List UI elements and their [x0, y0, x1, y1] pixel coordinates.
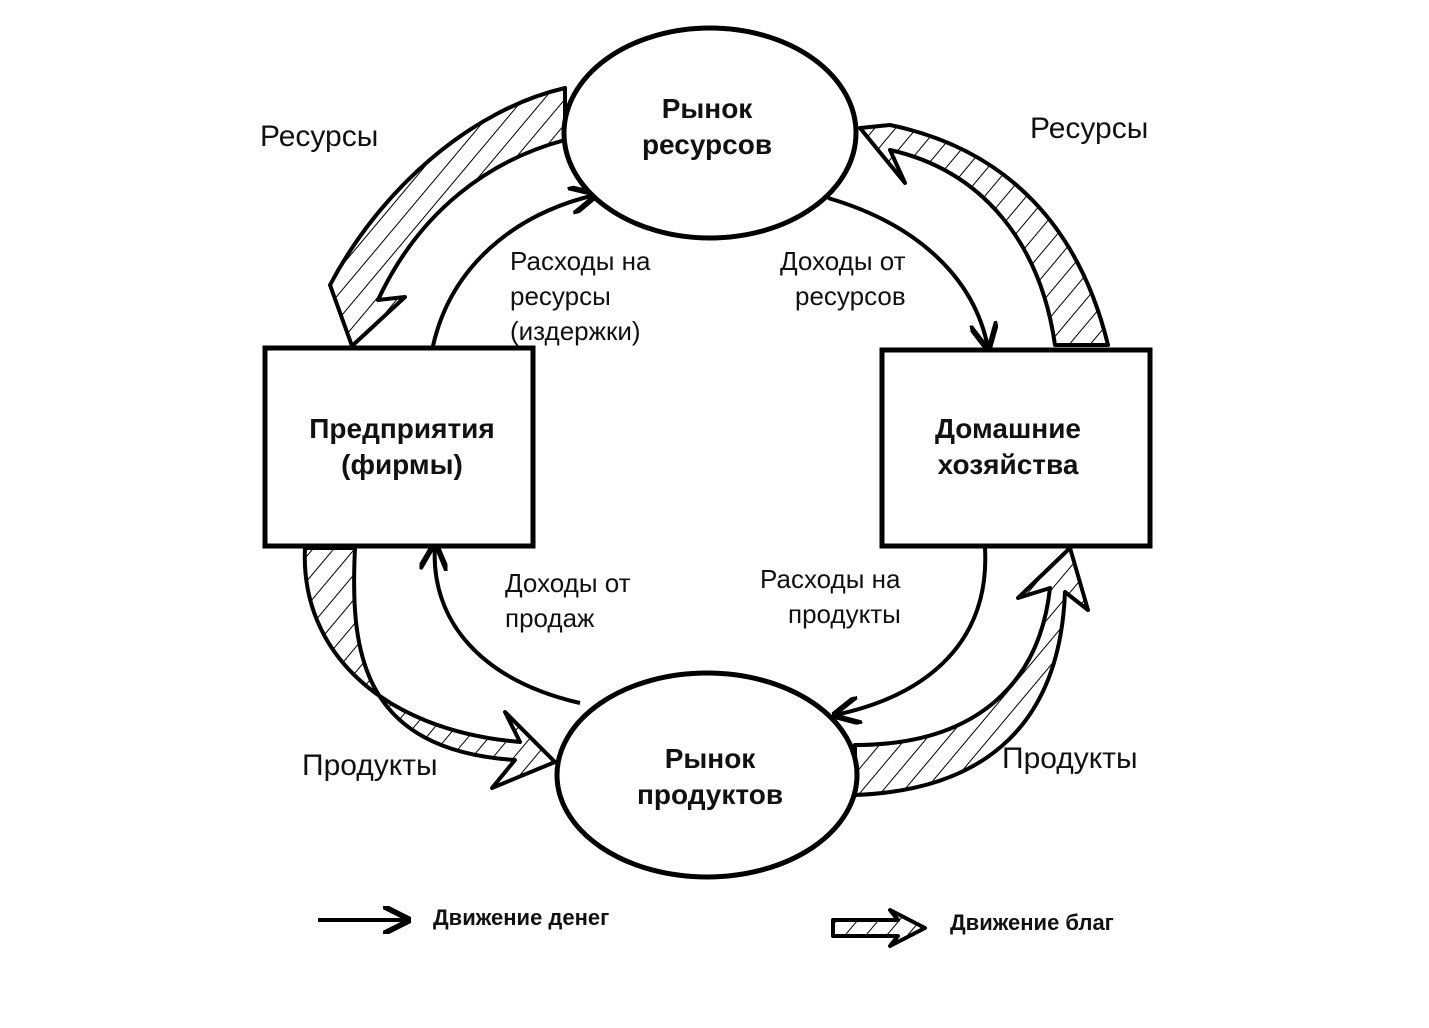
resource-market-node: [561, 25, 859, 241]
product-market-node: [554, 670, 860, 880]
goods-legend-arrow-icon: [831, 908, 927, 948]
products-left-label: Продукты: [302, 749, 438, 782]
product-spending-label-line2: продукты: [788, 599, 901, 629]
money-flow-sales-income: [435, 545, 581, 705]
resource-market-title-line2: ресурсов: [642, 129, 772, 160]
resources-left-label: Ресурсы: [260, 120, 378, 153]
costs-label-line2: ресурсы: [510, 281, 611, 311]
product-spending-label-line1: Расходы на: [760, 564, 901, 594]
goods-flow-households-to-resource-market: [858, 123, 1110, 347]
sales-income-label-line2: продаж: [505, 603, 595, 633]
resource-income-label-line1: Доходы от: [780, 246, 906, 276]
goods-flow-product-market-to-households: [853, 546, 1090, 797]
firms-node: [262, 345, 536, 549]
legend-goods-label: Движение благ: [950, 910, 1114, 935]
products-right-label: Продукты: [1002, 742, 1138, 775]
goods-flow-firms-to-product-market: [302, 546, 557, 790]
money-flow-resource-income: [827, 196, 988, 348]
firms-title-line1: Предприятия: [309, 413, 494, 444]
households-node: [879, 347, 1153, 549]
legend-money-label: Движение денег: [433, 905, 609, 930]
resource-income-label-line2: ресурсов: [795, 281, 906, 311]
households-title-line1: Домашние: [935, 413, 1081, 444]
firms-title-line2: (фирмы): [341, 449, 463, 480]
money-flow-costs: [431, 195, 595, 347]
costs-label-line3: (издержки): [510, 316, 641, 346]
sales-income-label-line1: Доходы от: [505, 568, 631, 598]
money-flow-product-spending: [835, 547, 988, 715]
product-market-title-line1: Рынок: [665, 743, 757, 774]
resource-market-title-line1: Рынок: [662, 93, 754, 124]
households-title-line2: хозяйства: [938, 449, 1079, 480]
costs-label-line1: Расходы на: [510, 246, 651, 276]
legend: Движение денег Движение благ: [318, 905, 1114, 948]
product-market-title-line2: продуктов: [637, 779, 783, 810]
resources-right-label: Ресурсы: [1030, 112, 1148, 145]
